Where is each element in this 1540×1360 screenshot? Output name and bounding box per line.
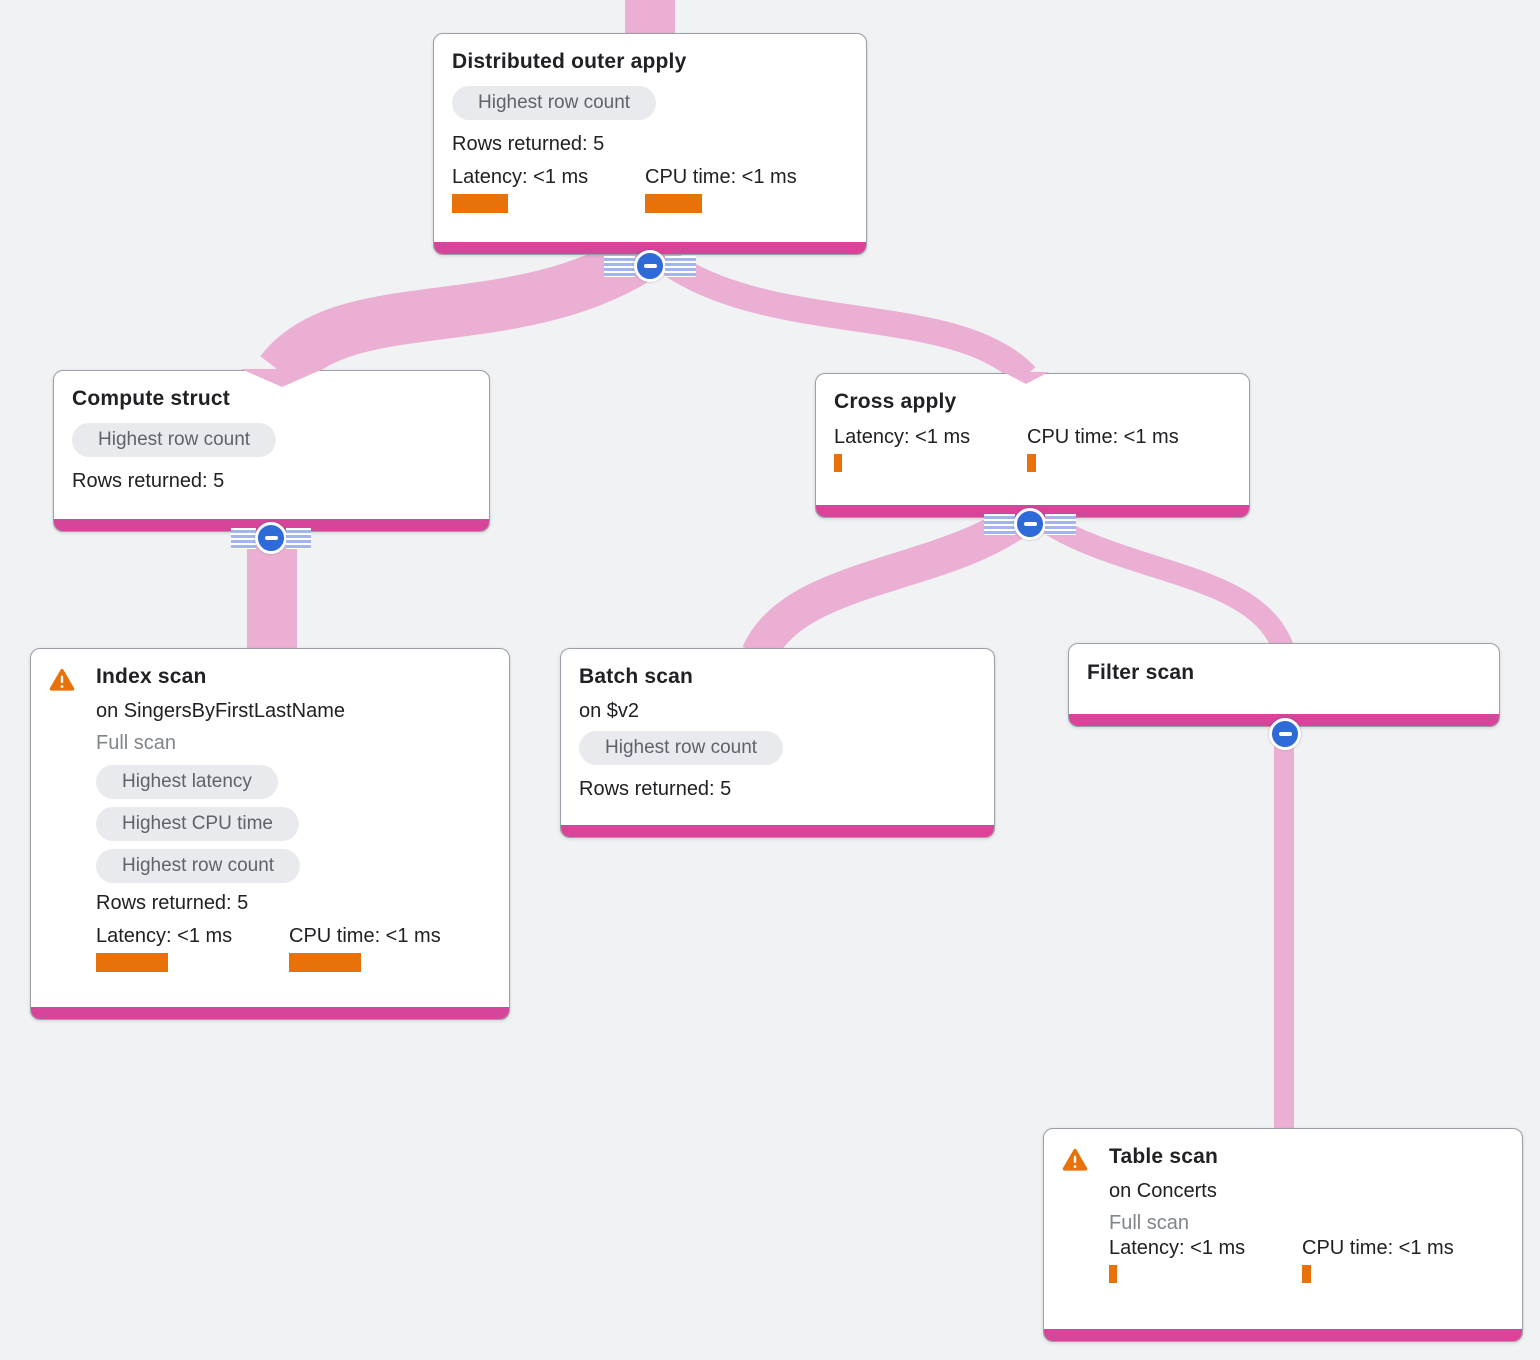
expander-stripes (984, 513, 1015, 535)
edge-root-to-cross-apply (643, 240, 1036, 386)
node-accent-bar (1044, 1329, 1522, 1341)
node-index-scan[interactable]: Index scan on SingersByFirstLastName Ful… (30, 648, 510, 1020)
edge-cross-apply-to-batch-scan (742, 497, 1040, 663)
cpu-time-bar (289, 953, 361, 972)
node-accent-bar (434, 242, 866, 254)
node-title: Compute struct (72, 387, 230, 410)
node-distributed-outer-apply[interactable]: Distributed outer apply Highest row coun… (433, 33, 867, 255)
minus-icon (1014, 508, 1046, 540)
cpu-time-label: CPU time: <1 ms (645, 166, 797, 188)
expander-stripes (665, 255, 696, 277)
latency-label: Latency: <1 ms (452, 166, 589, 188)
latency-bar (834, 454, 842, 472)
edge-arrow-tip (241, 369, 323, 387)
node-title: Cross apply (834, 390, 957, 413)
minus-icon (255, 522, 287, 554)
minus-icon (1269, 718, 1301, 750)
cpu-time-bar (645, 194, 702, 213)
latency-bar (96, 953, 168, 972)
scan-type-text: Full scan (96, 732, 177, 754)
node-compute-struct[interactable]: Compute struct Highest row count Rows re… (53, 370, 490, 532)
node-title: Batch scan (579, 665, 694, 688)
node-accent-bar (561, 825, 994, 837)
node-title: Distributed outer apply (452, 50, 687, 73)
warning-icon (49, 664, 96, 972)
badge-highest-latency: Highest latency (96, 765, 278, 799)
cpu-time-label: CPU time: <1 ms (1302, 1237, 1454, 1259)
warning-icon (1062, 1144, 1109, 1283)
node-table-scan[interactable]: Table scan on Concerts Full scan Latency… (1043, 1128, 1523, 1342)
collapse-button-cross-apply[interactable] (984, 508, 1076, 540)
expander-stripes (604, 255, 635, 277)
collapse-button-distributed-outer-apply[interactable] (604, 250, 696, 282)
rows-returned-text: Rows returned: 5 (96, 892, 249, 914)
badge-highest-row-count: Highest row count (452, 86, 657, 120)
cpu-time-bar (1027, 454, 1036, 472)
cpu-time-label: CPU time: <1 ms (289, 925, 441, 947)
node-batch-scan[interactable]: Batch scan on $v2 Highest row count Rows… (560, 648, 995, 838)
latency-label: Latency: <1 ms (1109, 1237, 1246, 1259)
scan-target-text: on Concerts (1109, 1180, 1217, 1202)
latency-bar (1109, 1265, 1117, 1283)
node-title: Index scan (96, 665, 207, 688)
expander-stripes (231, 527, 256, 549)
node-title: Filter scan (1087, 661, 1195, 684)
collapse-button-filter-scan[interactable] (1269, 718, 1301, 750)
expander-stripes (1045, 513, 1076, 535)
node-cross-apply[interactable]: Cross apply Latency: <1 ms CPU time: <1 … (815, 373, 1250, 518)
node-title: Table scan (1109, 1145, 1218, 1168)
cpu-time-label: CPU time: <1 ms (1027, 426, 1179, 448)
cpu-time-bar (1302, 1265, 1311, 1283)
rows-returned-text: Rows returned: 5 (452, 133, 605, 155)
latency-label: Latency: <1 ms (834, 426, 971, 448)
badge-highest-row-count: Highest row count (579, 731, 784, 765)
scan-target-text: on $v2 (579, 700, 640, 722)
badge-highest-row-count: Highest row count (96, 849, 301, 883)
latency-label: Latency: <1 ms (96, 925, 233, 947)
scan-type-text: Full scan (1109, 1212, 1190, 1234)
edge-root-to-compute-struct (260, 228, 665, 389)
latency-bar (452, 194, 508, 213)
scan-target-text: on SingersByFirstLastName (96, 700, 345, 722)
badge-highest-row-count: Highest row count (72, 423, 277, 457)
expander-stripes (286, 527, 311, 549)
collapse-button-compute-struct[interactable] (231, 522, 311, 554)
rows-returned-text: Rows returned: 5 (579, 778, 732, 800)
rows-returned-text: Rows returned: 5 (72, 470, 225, 492)
node-accent-bar (31, 1007, 509, 1019)
node-filter-scan[interactable]: Filter scan (1068, 643, 1500, 727)
minus-icon (634, 250, 666, 282)
badge-highest-cpu-time: Highest CPU time (96, 807, 299, 841)
edge-arrow-tip (1003, 372, 1049, 384)
